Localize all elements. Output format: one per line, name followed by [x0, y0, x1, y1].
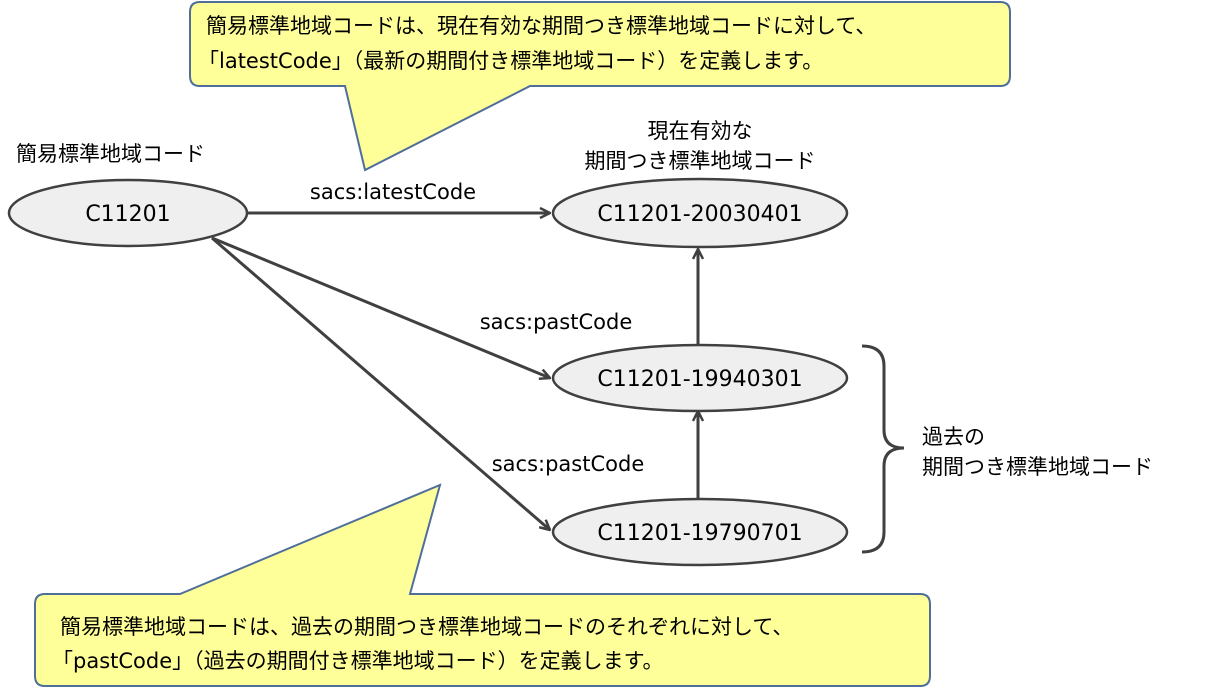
latest-title-line1: 現在有効な: [648, 119, 753, 143]
node-past1-ellipse: [551, 343, 849, 413]
edge-label-past-code-2: sacs:pastCode: [492, 452, 645, 476]
callout-top-line2: 「latestCode」（最新の期間付き標準地域コード）を定義します。: [198, 49, 823, 73]
edge-label-latest-code: sacs:latestCode: [310, 180, 476, 204]
callout-bottom-line1: 簡易標準地域コードは、過去の期間つき標準地域コードのそれぞれに対して、: [60, 615, 793, 639]
callout-bottom-bubble: [34, 483, 931, 687]
edge-past-code-1: [211, 236, 550, 378]
node-past2-label: C11201-19790701: [597, 521, 802, 546]
callout-top-bubble: [189, 1, 1011, 172]
edge-past-code-2: [211, 236, 550, 530]
node-latest-label: C11201-20030401: [597, 202, 802, 227]
past-group-brace: [861, 344, 905, 554]
node-past2-ellipse: [551, 497, 849, 567]
node-source-label: C11201: [85, 202, 170, 227]
past-group-label-line1: 過去の: [922, 425, 985, 449]
callout-top-line1: 簡易標準地域コードは、現在有効な期間つき標準地域コードに対して、: [206, 14, 876, 38]
edge-label-past-code-1: sacs:pastCode: [480, 310, 633, 334]
node-past1-label: C11201-19940301: [597, 367, 802, 392]
node-source-ellipse: [7, 178, 249, 248]
source-title: 簡易標準地域コード: [16, 142, 205, 166]
node-latest-ellipse: [551, 177, 849, 249]
callout-bottom-line2: 「pastCode」（過去の期間付き標準地域コード）を定義します。: [52, 649, 664, 673]
past-group-label-line2: 期間つき標準地域コード: [922, 455, 1153, 479]
latest-title-line2: 期間つき標準地域コード: [585, 149, 816, 173]
